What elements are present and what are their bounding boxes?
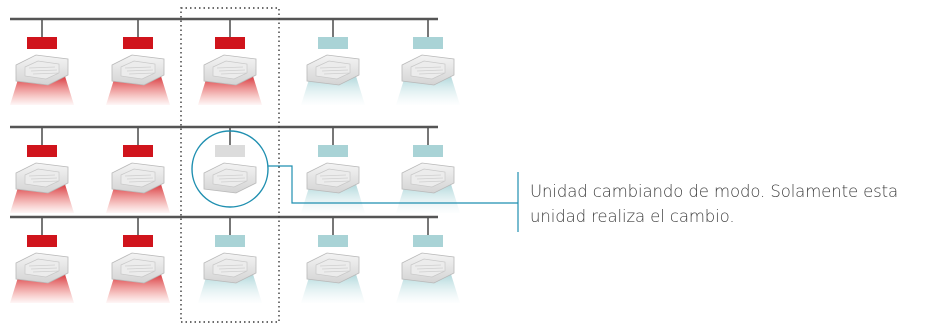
mode-indicator — [318, 37, 348, 49]
mode-indicator — [215, 145, 245, 157]
grille-slat — [323, 270, 351, 273]
grille-slat — [321, 177, 349, 180]
grille-slat — [416, 267, 444, 270]
indoor-unit — [301, 235, 365, 303]
grille-slat — [128, 180, 156, 183]
selection-overlay — [180, 7, 519, 323]
indoor-unit — [301, 145, 365, 213]
mode-indicator — [123, 145, 153, 157]
grille-slat — [218, 177, 246, 180]
grille-slat — [414, 264, 442, 267]
grille-slat — [414, 174, 442, 177]
indoor-unit — [106, 145, 170, 213]
indoor-unit — [396, 145, 460, 213]
grille-slat — [321, 69, 349, 72]
indoor-unit — [301, 37, 365, 105]
indoor-units — [10, 37, 460, 303]
grille-slat — [126, 267, 154, 270]
grille-slat — [418, 180, 446, 183]
grille-slat — [30, 69, 58, 72]
grille-slat — [32, 180, 60, 183]
mode-indicator — [27, 235, 57, 247]
grille-slat — [323, 180, 351, 183]
grille-slat — [32, 72, 60, 75]
refrigerant-pipes — [10, 17, 438, 235]
grille-slat — [319, 174, 347, 177]
grille-slat — [124, 66, 152, 69]
mode-indicator — [123, 235, 153, 247]
mode-indicator — [123, 37, 153, 49]
grille-slat — [28, 66, 56, 69]
grille-slat — [418, 270, 446, 273]
grille-slat — [126, 69, 154, 72]
dotted-column-box — [180, 7, 280, 323]
indoor-unit — [10, 145, 74, 213]
grille-slat — [28, 264, 56, 267]
highlight-circle — [191, 130, 269, 208]
indoor-unit — [396, 235, 460, 303]
mode-indicator — [215, 37, 245, 49]
mode-indicator — [318, 235, 348, 247]
grille-slat — [128, 72, 156, 75]
grille-slat — [416, 69, 444, 72]
grille-slat — [220, 270, 248, 273]
mode-indicator — [27, 37, 57, 49]
grille-slat — [418, 72, 446, 75]
callout-leader-line — [268, 165, 518, 204]
grille-slat — [319, 66, 347, 69]
indoor-unit — [198, 37, 262, 105]
grille-slat — [124, 174, 152, 177]
mode-indicator — [413, 145, 443, 157]
grille-slat — [216, 66, 244, 69]
indoor-unit — [10, 235, 74, 303]
grille-slat — [128, 270, 156, 273]
grille-slat — [124, 264, 152, 267]
mode-indicator — [413, 37, 443, 49]
indoor-unit — [106, 235, 170, 303]
mode-indicator — [27, 145, 57, 157]
grille-slat — [416, 177, 444, 180]
grille-slat — [28, 174, 56, 177]
grille-slat — [30, 267, 58, 270]
grille-slat — [216, 264, 244, 267]
indoor-unit — [106, 37, 170, 105]
grille-slat — [321, 267, 349, 270]
grille-slat — [218, 267, 246, 270]
mode-indicator — [215, 235, 245, 247]
mode-indicator — [413, 235, 443, 247]
grille-slat — [323, 72, 351, 75]
grille-slat — [414, 66, 442, 69]
indoor-unit — [198, 235, 262, 303]
indoor-unit — [10, 37, 74, 105]
grille-slat — [319, 264, 347, 267]
grille-slat — [220, 180, 248, 183]
grille-slat — [32, 270, 60, 273]
indoor-unit — [203, 145, 257, 194]
grille-slat — [30, 177, 58, 180]
grille-slat — [126, 177, 154, 180]
grille-slat — [216, 174, 244, 177]
mode-indicator — [318, 145, 348, 157]
grille-slat — [218, 69, 246, 72]
callout-text: Unidad cambiando de modo. Solamente esta… — [530, 182, 899, 226]
grille-slat — [220, 72, 248, 75]
indoor-unit — [396, 37, 460, 105]
